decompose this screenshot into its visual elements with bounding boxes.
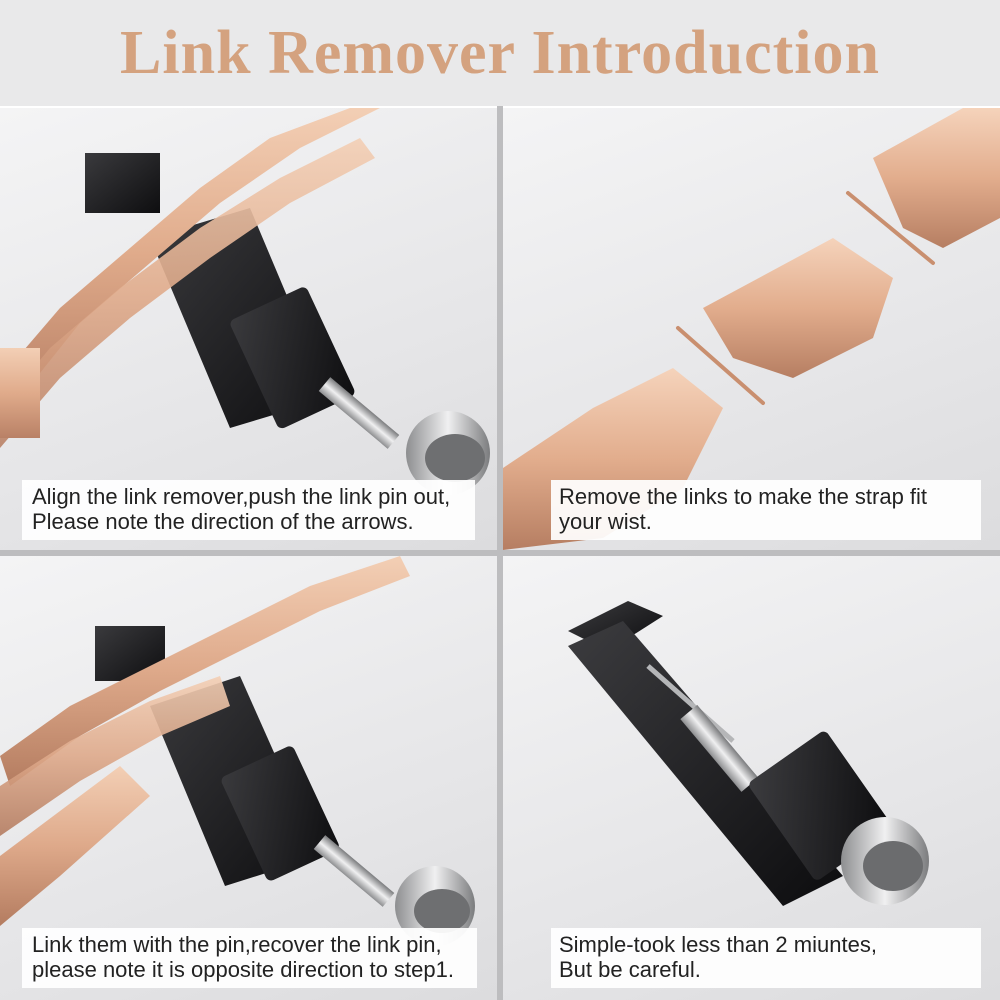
step-1-line-1: Align the link remover,push the link pin…: [32, 484, 451, 509]
step-4-line-1: Simple-took less than 2 miuntes,: [559, 932, 877, 957]
step-3-caption: Link them with the pin,recover the link …: [22, 928, 477, 988]
step-3-line-1: Link them with the pin,recover the link …: [32, 932, 442, 957]
step-4-caption: Simple-took less than 2 miuntes, But be …: [551, 928, 981, 988]
step-2-panel: Remove the links to make the strap fit y…: [503, 108, 1000, 550]
title-banner: Link Remover Introduction: [0, 0, 1000, 106]
horizontal-divider: [0, 550, 1000, 556]
step-1-panel: Align the link remover,push the link pin…: [0, 108, 497, 550]
page-title: Link Remover Introduction: [120, 18, 880, 87]
step-1-line-2: Please note the direction of the arrows.: [32, 509, 414, 534]
step-2-line-2: your wist.: [559, 509, 652, 534]
watch-band: [0, 108, 380, 448]
watch-band: [0, 556, 410, 926]
link-remover-tool: [568, 601, 929, 906]
step-4-line-2: But be careful.: [559, 957, 701, 982]
step-2-line-1: Remove the links to make the strap fit: [559, 484, 928, 509]
step-3-line-2: please note it is opposite direction to …: [32, 957, 454, 982]
link-remover-tool: [95, 626, 475, 946]
step-3-illustration: [0, 556, 475, 946]
link-pins: [676, 191, 935, 405]
step-4-illustration: [568, 601, 929, 906]
step-3-panel: Link them with the pin,recover the link …: [0, 556, 497, 1000]
step-2-caption: Remove the links to make the strap fit y…: [551, 480, 981, 540]
step-4-panel: Simple-took less than 2 miuntes, But be …: [503, 556, 1000, 1000]
step-1-illustration: [0, 108, 490, 495]
step-1-caption: Align the link remover,push the link pin…: [22, 480, 475, 540]
